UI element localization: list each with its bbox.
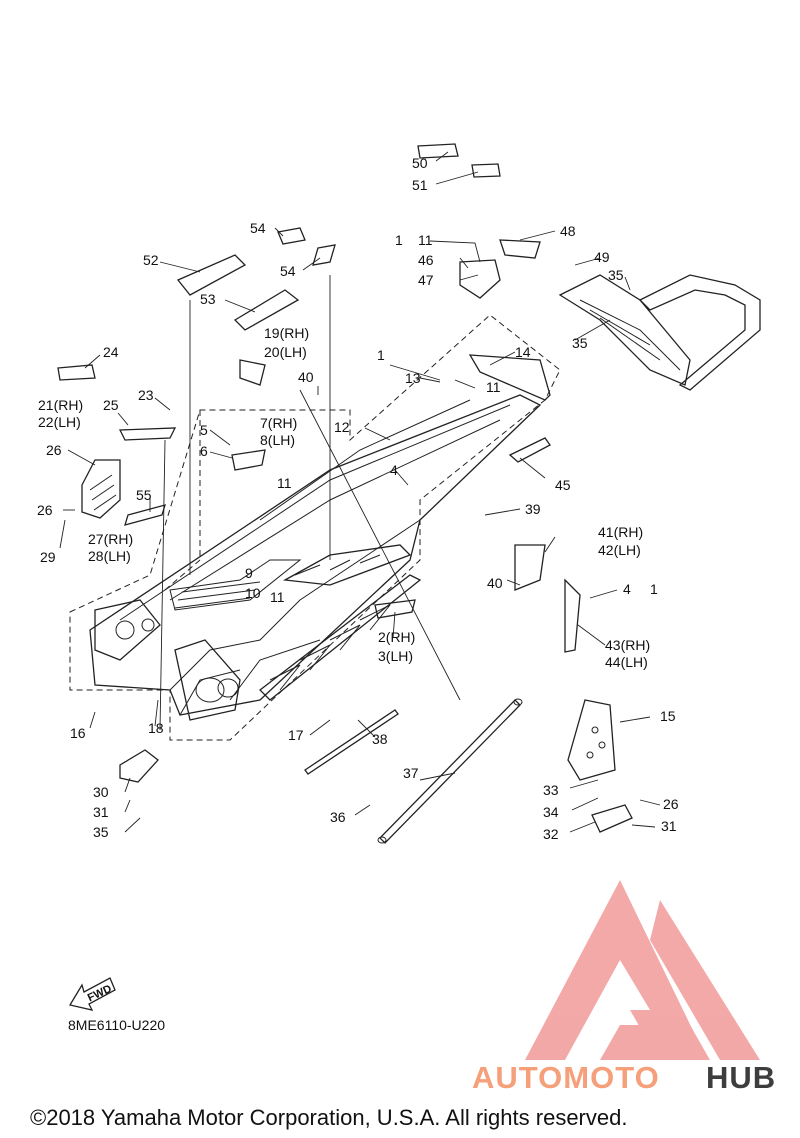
watermark-logo	[525, 880, 760, 1060]
part-label: 52	[143, 252, 159, 268]
part-label: 1	[650, 581, 658, 597]
part-label: 1	[377, 347, 385, 363]
part-label: 40	[487, 575, 503, 591]
part-label: 48	[560, 223, 576, 239]
part-label: 17	[288, 727, 304, 743]
part-label: 9	[245, 565, 253, 581]
part-label: 30	[93, 784, 109, 800]
watermark-triangle-inner-icon	[600, 1025, 710, 1060]
part-label: 35	[93, 824, 109, 840]
part-label: 11	[277, 475, 292, 491]
part-label: 40	[298, 369, 314, 385]
part-label: 49	[594, 249, 610, 265]
part-label: 14	[515, 344, 531, 360]
part-label: 19(RH)	[264, 325, 309, 341]
part-label: 33	[543, 782, 559, 798]
part-label: 13	[405, 370, 421, 386]
frame-outline-dashed-inner	[164, 410, 201, 591]
part-label: 18	[148, 720, 164, 736]
part-label: 41(RH)	[598, 524, 643, 540]
part-label: 36	[330, 809, 346, 825]
part-label: 15	[660, 708, 676, 724]
part-label: 47	[418, 272, 434, 288]
part-label: 34	[543, 804, 559, 820]
part-label: 7(RH)	[260, 415, 297, 431]
part-label: 25	[103, 397, 119, 413]
part-label: 2(RH)	[378, 629, 415, 645]
tail-light	[459, 239, 541, 299]
part-label: 26	[663, 796, 679, 812]
part-label: 11	[418, 232, 433, 248]
rail-bars	[304, 698, 523, 844]
drawing-code: 8ME6110-U220	[68, 1017, 165, 1033]
part-label: 54	[250, 220, 266, 236]
part-label: 53	[200, 291, 216, 307]
part-label: 29	[40, 549, 56, 565]
part-label: 31	[93, 804, 109, 820]
part-label: 11	[270, 589, 285, 605]
forward-label: FWD	[86, 983, 114, 1004]
part-label: 27(RH)	[88, 531, 133, 547]
part-label: 46	[418, 252, 434, 268]
part-label: 26	[37, 502, 53, 518]
part-label: 43(RH)	[605, 637, 650, 653]
rear-bumper	[558, 274, 761, 391]
part-label: 42(LH)	[598, 542, 641, 558]
part-label: 12	[334, 419, 350, 435]
watermark-text-secondary: HUB	[706, 1060, 776, 1095]
forward-arrow-icon	[68, 977, 116, 1011]
part-label: 22(LH)	[38, 414, 81, 430]
part-label: 26	[46, 442, 62, 458]
part-label: 39	[525, 501, 541, 517]
part-label: 54	[280, 263, 296, 279]
part-label: 4	[623, 581, 631, 597]
part-label: 32	[543, 826, 559, 842]
part-label: 6	[200, 443, 208, 459]
part-label: 1	[395, 232, 403, 248]
part-label: 10	[245, 585, 261, 601]
watermark-triangle-icon	[525, 880, 760, 1060]
part-label: 3(LH)	[378, 648, 413, 664]
part-label: 35	[608, 267, 624, 283]
tunnel-frame	[89, 394, 542, 721]
part-label: 4	[390, 462, 398, 478]
part-label: 55	[136, 487, 152, 503]
watermark-text-primary: AUTOMOTO	[472, 1060, 660, 1095]
part-label: 24	[103, 344, 119, 360]
rear-frame-rails	[259, 544, 422, 701]
part-label: 31	[661, 818, 677, 834]
small-parts	[57, 143, 633, 833]
part-label: 44(LH)	[605, 654, 648, 670]
part-label: 5	[200, 422, 208, 438]
part-label: 37	[403, 765, 419, 781]
bracket-14	[468, 354, 551, 401]
leader-lines	[59, 151, 661, 833]
part-label: 28(LH)	[88, 548, 131, 564]
part-label: 8(LH)	[260, 432, 295, 448]
part-label: 45	[555, 477, 571, 493]
part-label: 16	[70, 725, 86, 741]
copyright-text: ©2018 Yamaha Motor Corporation, U.S.A. A…	[30, 1105, 627, 1130]
part-label: 21(RH)	[38, 397, 83, 413]
part-label: 38	[372, 731, 388, 747]
part-label: 20(LH)	[264, 344, 307, 360]
part-label: 23	[138, 387, 154, 403]
part-label: 50	[412, 155, 428, 171]
part-label: 51	[412, 177, 428, 193]
part-label: 11	[486, 379, 501, 395]
part-label: 35	[572, 335, 588, 351]
